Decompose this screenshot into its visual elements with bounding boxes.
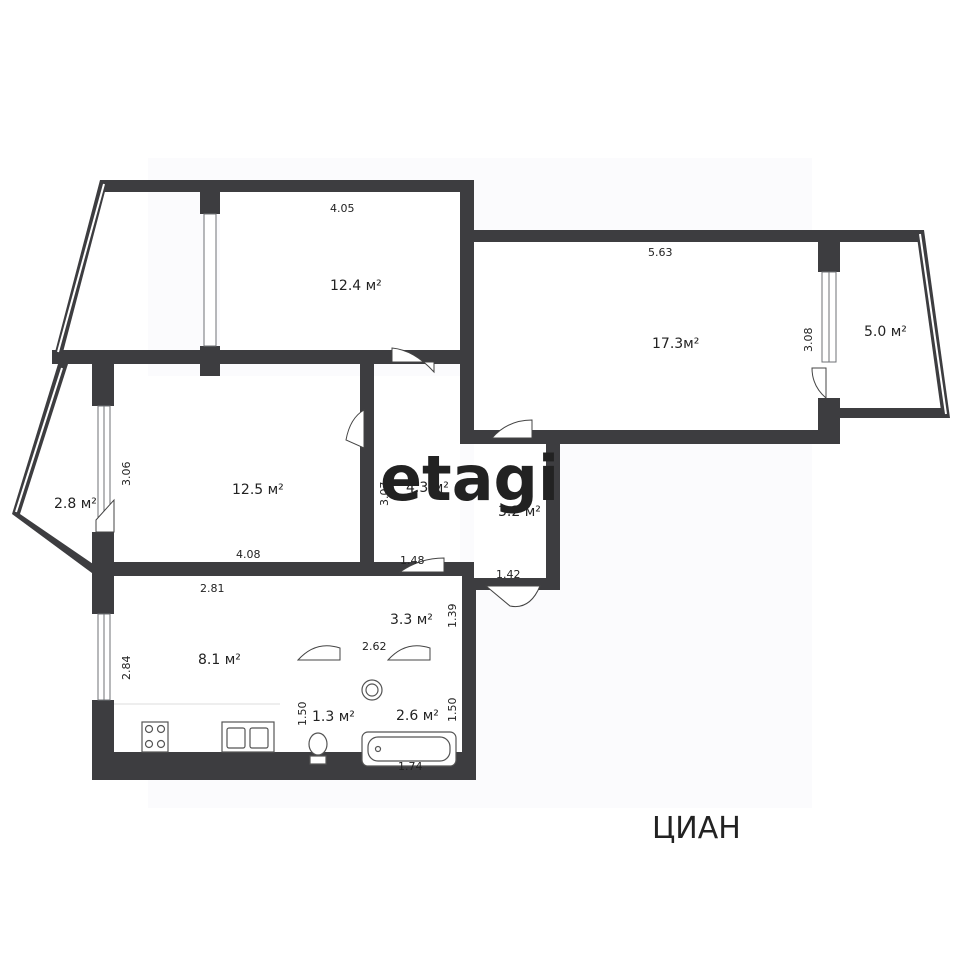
door-kitchen bbox=[398, 557, 445, 573]
windows bbox=[12, 180, 950, 701]
watermark-etagi: etagi bbox=[380, 442, 559, 515]
door-room-top bbox=[391, 347, 435, 374]
dim-living-height: 3.08 bbox=[802, 328, 815, 353]
area-label-kitchen: 8.1 м² bbox=[198, 652, 241, 668]
door-bathroom bbox=[386, 645, 431, 661]
area-labels: 12.4 м² 17.3м² 5.0 м² 2.8 м² 12.5 м² 4.3… bbox=[54, 278, 907, 725]
dim-kitchen-width: 2.81 bbox=[200, 582, 225, 595]
dim-bedroom-height: 3.06 bbox=[120, 462, 133, 487]
bathtub-icon bbox=[361, 731, 457, 767]
dim-room-top-width: 4.05 bbox=[330, 202, 355, 215]
door-balcony-right bbox=[811, 367, 827, 400]
area-label-balcony-right: 5.0 м² bbox=[864, 324, 907, 340]
dim-hall-width: 1.48 bbox=[400, 554, 425, 567]
area-label-hall: 4.3 м² bbox=[406, 480, 449, 496]
toilet-icon bbox=[308, 732, 328, 765]
area-label-balcony-left: 2.8 м² bbox=[54, 496, 97, 512]
doors bbox=[95, 347, 827, 661]
dim-kitchen-height: 2.84 bbox=[120, 656, 133, 681]
area-label-living: 17.3м² bbox=[652, 336, 699, 352]
dim-corridor-width: 1.42 bbox=[496, 568, 521, 581]
door-bedroom bbox=[345, 409, 365, 449]
room-interiors bbox=[114, 192, 818, 752]
dimension-labels: 4.05 5.63 3.08 3.06 4.08 3.07 1.48 1.42 … bbox=[120, 202, 815, 773]
area-label-toilet: 1.3 м² bbox=[312, 709, 355, 725]
stove-icon bbox=[141, 721, 169, 753]
door-toilet bbox=[296, 645, 341, 661]
dim-entry-height: 1.39 bbox=[446, 604, 459, 629]
area-label-room-top: 12.4 м² bbox=[330, 278, 382, 294]
dim-bedroom-width: 4.08 bbox=[236, 548, 261, 561]
walls bbox=[52, 180, 948, 780]
fixtures bbox=[114, 679, 457, 767]
kitchen-sink-icon bbox=[221, 721, 275, 753]
washbasin-icon bbox=[361, 679, 383, 701]
area-label-corridor: 3.2 м² bbox=[498, 504, 541, 520]
dim-bathroom-height: 1.50 bbox=[446, 698, 459, 723]
dim-bathroom-width: 1.74 bbox=[398, 760, 423, 773]
area-label-bathroom: 2.6 м² bbox=[396, 708, 439, 724]
door-living bbox=[490, 419, 533, 439]
door-balcony-left bbox=[95, 498, 115, 533]
area-label-bedroom: 12.5 м² bbox=[232, 482, 284, 498]
dim-living-width: 5.63 bbox=[648, 246, 673, 259]
dim-hall-height: 3.07 bbox=[378, 482, 391, 507]
area-label-entry: 3.3 м² bbox=[390, 612, 433, 628]
dim-entry-width: 2.62 bbox=[362, 640, 387, 653]
watermark-cian: ЦИАН bbox=[652, 811, 741, 846]
dim-toilet-height: 1.50 bbox=[296, 702, 309, 727]
door-entrance bbox=[484, 585, 541, 608]
